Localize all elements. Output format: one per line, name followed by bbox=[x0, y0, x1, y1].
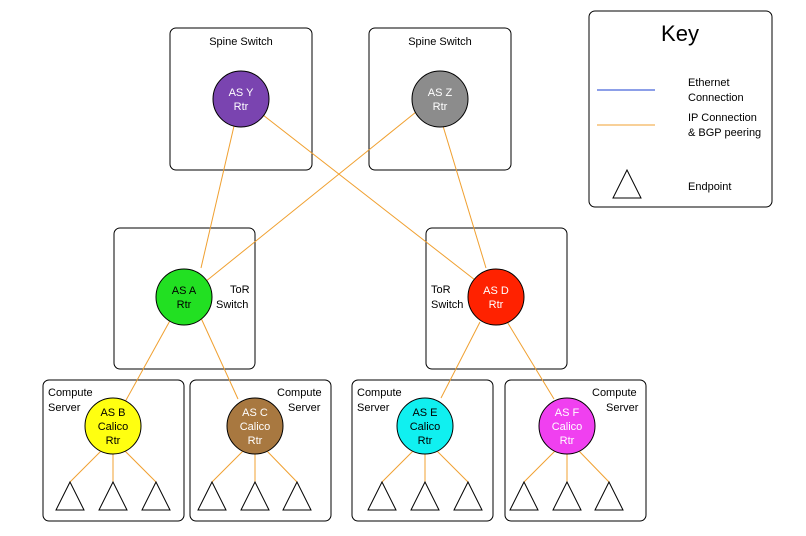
router-node-as-a bbox=[155, 268, 213, 326]
link-b-ep1 bbox=[69, 449, 103, 483]
link-f-ep3 bbox=[577, 449, 610, 483]
link-z-a bbox=[204, 111, 417, 283]
compute-label-b-line1: Compute bbox=[48, 387, 93, 399]
spine-switch-label-y: Spine Switch bbox=[209, 36, 273, 48]
router-as-z-line2: Rtr bbox=[433, 101, 448, 113]
router-as-a-line2: Rtr bbox=[177, 299, 192, 311]
tor-label-d-line2: Switch bbox=[431, 299, 463, 311]
router-node-as-b bbox=[84, 397, 142, 455]
endpoint-icon bbox=[55, 480, 85, 511]
link-c-ep3 bbox=[265, 449, 298, 483]
compute-label-c-line1: Compute bbox=[277, 387, 322, 399]
router-as-b-line1: AS B bbox=[100, 407, 125, 419]
key-title: Key bbox=[661, 21, 699, 46]
key-endpoint-label: Endpoint bbox=[688, 181, 731, 193]
router-as-z-line1: AS Z bbox=[428, 87, 453, 99]
router-as-f-line2: Calico bbox=[552, 421, 583, 433]
endpoint-icon bbox=[410, 480, 440, 511]
key-ip-label-line1: IP Connection bbox=[688, 112, 757, 124]
key-endpoint-icon bbox=[612, 168, 642, 199]
link-a-b bbox=[124, 316, 173, 403]
link-e-ep3 bbox=[435, 449, 469, 483]
endpoint-icon bbox=[552, 480, 582, 511]
router-as-c-line3: Rtr bbox=[248, 435, 263, 447]
router-as-b-line3: Rtr bbox=[106, 435, 121, 447]
router-as-c-line1: AS C bbox=[242, 407, 268, 419]
endpoint-icon bbox=[141, 480, 171, 511]
router-node-as-f bbox=[538, 397, 596, 455]
router-node-as-z bbox=[411, 70, 469, 128]
endpoint-icon bbox=[594, 480, 624, 511]
router-node-as-e bbox=[396, 397, 454, 455]
link-c-ep1 bbox=[211, 449, 245, 483]
router-as-e-line3: Rtr bbox=[418, 435, 433, 447]
link-f-ep1 bbox=[523, 449, 557, 483]
key-ethernet-label-line1: Ethernet bbox=[688, 77, 730, 89]
router-as-c-line2: Calico bbox=[240, 421, 271, 433]
router-as-d-line1: AS D bbox=[483, 285, 509, 297]
link-e-ep1 bbox=[381, 449, 415, 483]
router-node-as-c bbox=[226, 397, 284, 455]
router-as-e-line1: AS E bbox=[412, 407, 437, 419]
link-d-f bbox=[505, 319, 555, 400]
compute-label-f-line2: Server bbox=[606, 402, 639, 414]
key-ip-label-line2: & BGP peering bbox=[688, 127, 761, 139]
link-y-a bbox=[200, 125, 235, 269]
endpoint-icon bbox=[240, 480, 270, 511]
link-z-d bbox=[442, 125, 487, 269]
key-ethernet-label-line2: Connection bbox=[688, 92, 744, 104]
router-as-b-line2: Calico bbox=[98, 421, 129, 433]
compute-label-f-line1: Compute bbox=[592, 387, 637, 399]
endpoint-icon bbox=[98, 480, 128, 511]
router-as-y-line2: Rtr bbox=[234, 101, 249, 113]
router-as-a-line1: AS A bbox=[172, 285, 197, 297]
endpoint-icon bbox=[282, 480, 312, 511]
endpoint-icon bbox=[197, 480, 227, 511]
tor-label-d-line1: ToR bbox=[431, 284, 451, 296]
endpoint-icon bbox=[367, 480, 397, 511]
router-as-e-line2: Calico bbox=[410, 421, 441, 433]
link-a-c bbox=[200, 317, 239, 400]
link-b-ep3 bbox=[123, 449, 157, 483]
link-d-e bbox=[440, 321, 481, 399]
endpoint-icon bbox=[453, 480, 483, 511]
key-box bbox=[588, 10, 773, 208]
router-node-as-d bbox=[467, 268, 525, 326]
router-as-y-line1: AS Y bbox=[229, 87, 255, 99]
router-as-f-line3: Rtr bbox=[560, 435, 575, 447]
router-node-as-y bbox=[212, 70, 270, 128]
compute-label-b-line2: Server bbox=[48, 402, 81, 414]
router-as-d-line2: Rtr bbox=[489, 299, 504, 311]
tor-label-a-line1: ToR bbox=[230, 284, 250, 296]
compute-label-e-line1: Compute bbox=[357, 387, 402, 399]
endpoint-icon bbox=[509, 480, 539, 511]
compute-label-c-line2: Server bbox=[288, 402, 321, 414]
spine-switch-label-z: Spine Switch bbox=[408, 36, 472, 48]
router-as-f-line1: AS F bbox=[555, 407, 580, 419]
tor-label-a-line2: Switch bbox=[216, 299, 248, 311]
link-y-d bbox=[262, 114, 476, 281]
compute-label-e-line2: Server bbox=[357, 402, 390, 414]
